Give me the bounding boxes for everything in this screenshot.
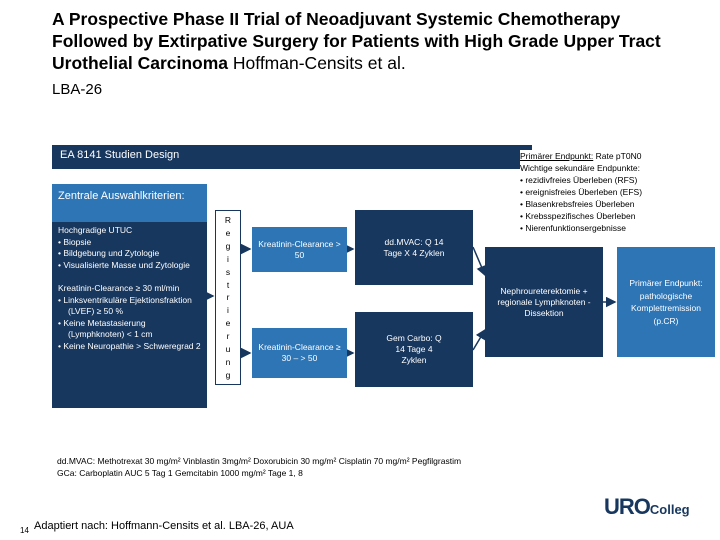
rand-letter: i — [227, 305, 229, 316]
chemo-ddmvac-text: dd.MVAC: Q 14 Tage X 4 Zyklen — [383, 236, 445, 258]
criteria-body: Hochgradige UTUC • Biopsie • Bildgebung … — [52, 222, 207, 408]
footnote-line-2: GCa: Carboplatin AUC 5 Tag 1 Gemcitabin … — [57, 468, 303, 478]
endpoints-box: Primärer Endpunkt: Rate pT0N0 Wichtige s… — [520, 150, 710, 234]
arrow-chemo1-to-surgery — [472, 246, 487, 277]
surgery-text: Nephroureterektomie + regionale Lymphkno… — [497, 285, 591, 318]
rand-letter: r — [226, 292, 230, 303]
criteria-intro: Hochgradige UTUC — [58, 225, 133, 235]
criteria-item: • Keine Metastasierung (Lymphknoten) < 1… — [58, 317, 153, 340]
arm1-clearance-text: Kreatinin-Clearance > 50 — [258, 238, 341, 260]
rand-letter: u — [225, 343, 231, 354]
rand-letter: g — [225, 369, 231, 380]
page-number: 14 — [20, 526, 29, 535]
rand-letter: i — [227, 253, 229, 264]
criteria-item: • Keine Neuropathie > Schweregrad 2 — [58, 340, 201, 351]
endpoint-item: • Krebsspezifisches Überleben — [520, 211, 636, 221]
arrow-chemo2-to-surgery — [472, 328, 486, 351]
criteria-item: • Visualisierte Masse und Zytologie — [58, 259, 190, 270]
chemo-gemcarbo-text: Gem Carbo: Q 14 Tage 4 Zyklen — [386, 333, 442, 365]
rand-letter: s — [225, 266, 231, 277]
primary-endpoint-box: Primärer Endpunkt: pathologische Komplet… — [617, 247, 715, 357]
randomization-box: R e g i s t r i e r u n g — [215, 210, 241, 385]
footnote-line-1: dd.MVAC: Methotrexat 30 mg/m² Vinblastin… — [57, 456, 462, 466]
endpoint-item: • Blasenkrebsfreies Überleben — [520, 199, 635, 209]
criteria-list-b: • Linksventrikuläre Ejektionsfraktion (L… — [58, 295, 201, 353]
arm2-clearance-box: Kreatinin-Clearance ≥ 30 – > 50 — [252, 328, 347, 378]
footnote: dd.MVAC: Methotrexat 30 mg/m² Vinblastin… — [57, 455, 617, 479]
selection-criteria-box: Zentrale Auswahlkriterien: Hochgradige U… — [52, 184, 207, 408]
criteria-item: • Linksventrikuläre Ejektionsfraktion (L… — [58, 294, 192, 317]
criteria-heading: Zentrale Auswahlkriterien: — [52, 184, 207, 222]
logo-part-2: Colleg — [649, 502, 690, 517]
surgery-box: Nephroureterektomie + regionale Lymphkno… — [485, 247, 603, 357]
arm1-clearance-box: Kreatinin-Clearance > 50 — [252, 227, 347, 272]
rand-letter: r — [226, 331, 230, 342]
endpoint-item: • ereignisfreies Überleben (EFS) — [520, 187, 643, 197]
primary-endpoint-text: Primärer Endpunkt: pathologische Komplet… — [629, 278, 703, 326]
urocolleg-logo: URO Colleg — [604, 494, 690, 520]
chemo-ddmvac-box: dd.MVAC: Q 14 Tage X 4 Zyklen — [355, 210, 473, 285]
rand-letter: n — [225, 356, 231, 367]
rand-letter: t — [226, 279, 230, 290]
abstract-id: LBA-26 — [52, 81, 103, 98]
arm2-clearance-text: Kreatinin-Clearance ≥ 30 – > 50 — [258, 342, 341, 363]
rand-letter: R — [224, 215, 232, 226]
clearance-intro: Kreatinin-Clearance ≥ 30 ml/min — [58, 283, 180, 293]
logo-part-1: URO — [604, 494, 651, 519]
endpoint-item: • rezidivfreies Überleben (RFS) — [520, 175, 638, 185]
slide-title: A Prospective Phase II Trial of Neoadjuv… — [52, 8, 692, 74]
rand-letter: e — [225, 318, 231, 329]
chemo-gemcarbo-box: Gem Carbo: Q 14 Tage 4 Zyklen — [355, 312, 473, 387]
title-main: A Prospective Phase II Trial of Neoadjuv… — [52, 9, 661, 73]
secondary-endpoints-list: • rezidivfreies Überleben (RFS) • ereign… — [520, 174, 710, 234]
criteria-list-a: • Biopsie • Bildgebung und Zytologie • V… — [58, 237, 201, 272]
title-authors: Hoffman-Censits et al. — [232, 53, 406, 73]
endpoint-item: • Nierenfunktionsergebnisse — [520, 223, 626, 233]
criteria-item: • Bildgebung und Zytologie — [58, 248, 160, 258]
source-citation: Adaptiert nach: Hoffmann-Censits et al. … — [34, 520, 294, 532]
primary-endpoint-value: Rate pT0N0 — [595, 151, 642, 161]
secondary-endpoints-heading: Wichtige sekundäre Endpunkte: — [520, 163, 641, 173]
primary-endpoint-label: Primärer Endpunkt: — [520, 151, 594, 161]
study-design-banner: EA 8141 Studien Design — [52, 145, 532, 169]
criteria-item: • Biopsie — [58, 236, 92, 247]
rand-letter: e — [225, 228, 231, 239]
study-design-title: EA 8141 Studien Design — [60, 149, 180, 161]
rand-letter: g — [225, 241, 231, 252]
